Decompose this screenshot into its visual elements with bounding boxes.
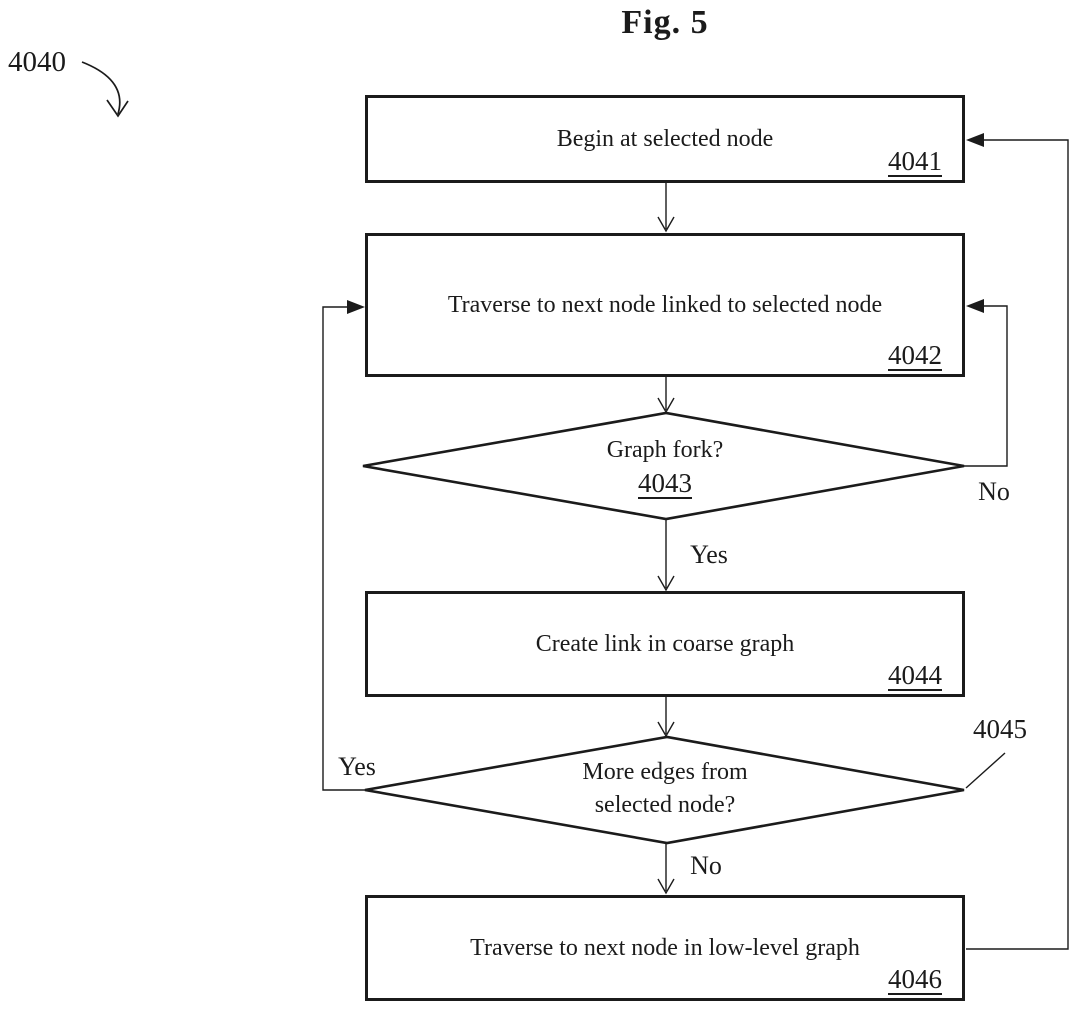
figure-title: Fig. 5 [621, 4, 709, 41]
arrowhead-into-traverse [657, 216, 675, 233]
arrowhead-into-traverse-low [657, 878, 675, 895]
node-ref-4046: 4046 [888, 964, 942, 994]
node-ref-4042: 4042 [888, 340, 942, 370]
process-box-traverse-low-level: Traverse to next node in low-level graph… [365, 895, 965, 1001]
node-ref-4043: 4043 [638, 468, 692, 498]
node-ref-4044: 4044 [888, 660, 942, 690]
process-box-create-link-label: Create link in coarse graph [535, 630, 795, 657]
decision-diamond-graph-fork [362, 411, 965, 521]
decision-label-graph-fork: Graph fork? 4043 [515, 434, 815, 502]
decision-more-edges-text-line1: More edges from [582, 759, 748, 785]
arrowhead-more-yes-into-traverse [347, 300, 365, 314]
leader-line-4045 [965, 752, 1006, 789]
node-ref-4041: 4041 [888, 146, 942, 176]
process-box-traverse-linked-label: Traverse to next node linked to selected… [447, 291, 883, 318]
process-box-begin-label: Begin at selected node [556, 125, 774, 152]
decision-more-edges-text-line2: selected node? [594, 792, 736, 818]
edge-label-more-edges-no: No [690, 851, 722, 880]
figure-ref-curved-arrow [81, 61, 121, 115]
figure-ref-label: 4040 [8, 46, 66, 78]
arrowhead-into-create [657, 575, 675, 592]
edge-label-more-edges-yes: Yes [338, 752, 376, 781]
arrowhead-figure-ref [106, 99, 129, 118]
decision-label-more-edges: More edges from selected node? [515, 756, 815, 822]
process-box-traverse-low-level-label: Traverse to next node in low-level graph [470, 934, 860, 961]
decision-diamond-more-edges [364, 735, 965, 845]
process-box-traverse-linked: Traverse to next node linked to selected… [365, 233, 965, 377]
connector-fork-no-loop [964, 305, 1008, 467]
edge-label-fork-yes: Yes [690, 540, 728, 569]
connector-low-level-return-loop [966, 139, 1069, 950]
connector-more-edges-yes-loop [322, 306, 365, 791]
process-box-begin: Begin at selected node 4041 [365, 95, 965, 183]
decision-graph-fork-text: Graph fork? [606, 437, 724, 463]
edge-label-fork-no: No [978, 477, 1010, 506]
arrowhead-return-into-begin [966, 133, 984, 147]
arrowhead-fork-no-into-traverse [966, 299, 984, 313]
node-ref-4045: 4045 [973, 714, 1027, 744]
process-box-create-link: Create link in coarse graph 4044 [365, 591, 965, 697]
